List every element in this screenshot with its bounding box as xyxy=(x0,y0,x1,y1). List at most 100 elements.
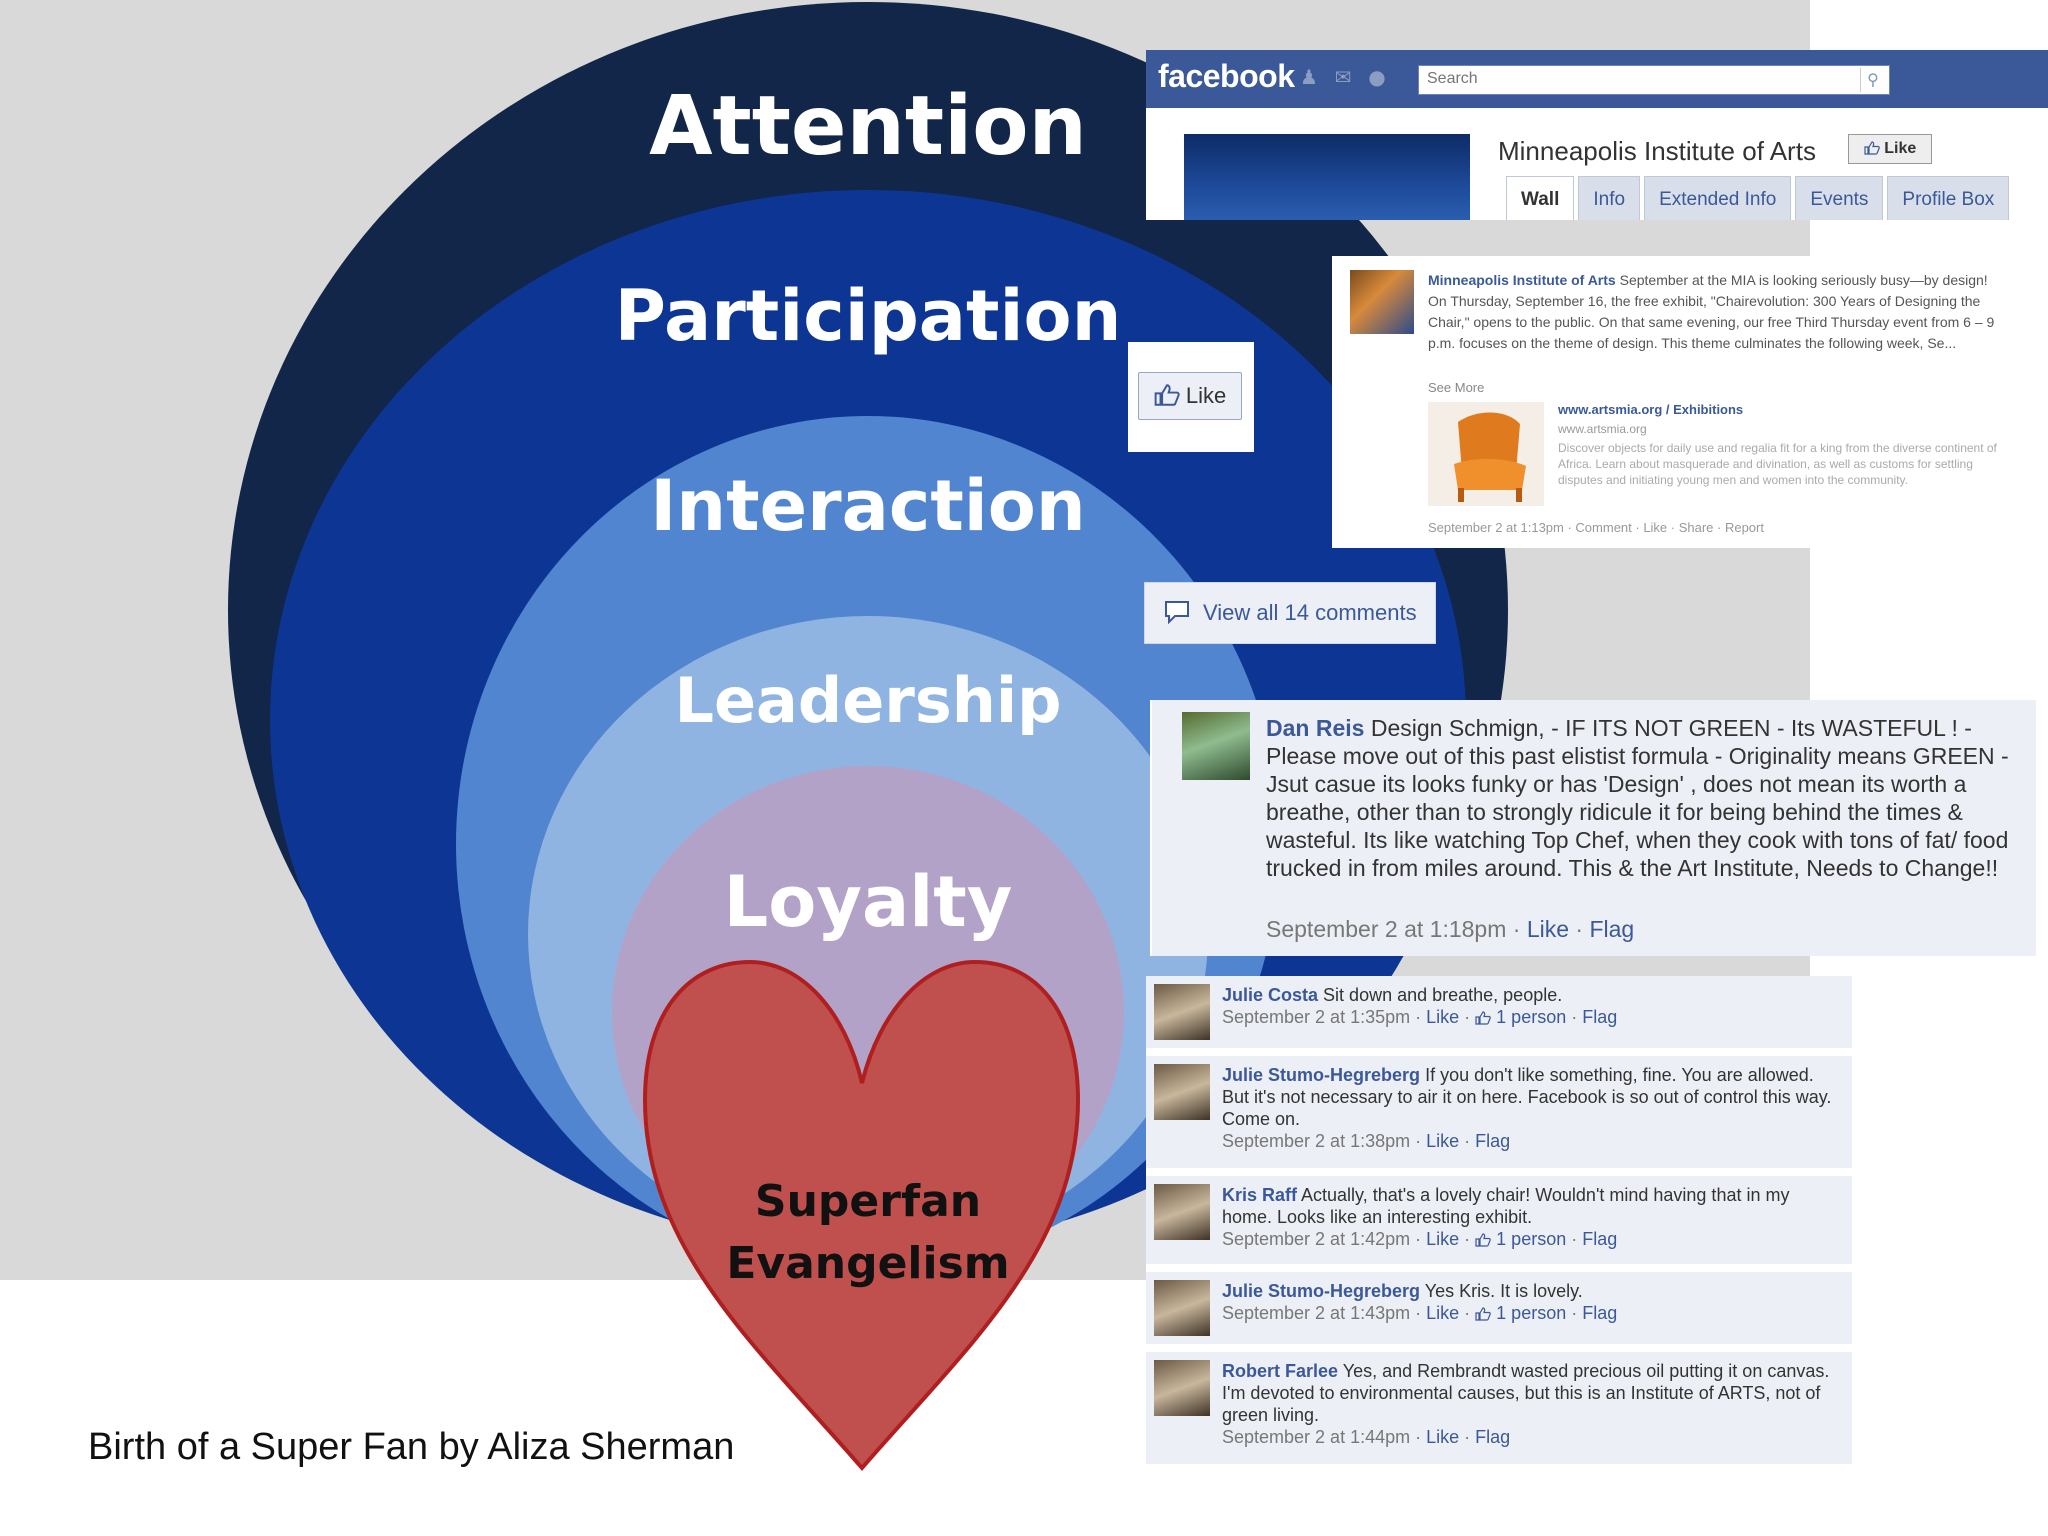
comment-meta: September 2 at 1:35pm · Like · 1 person … xyxy=(1222,1007,1618,1027)
wall-post: Minneapolis Institute of Arts September … xyxy=(1332,256,2024,548)
ring-label-interaction: Interaction xyxy=(650,465,1085,547)
thumbs-up-icon xyxy=(1475,1011,1491,1025)
post-meta: September 2 at 1:13pm · Comment · Like ·… xyxy=(1428,520,1764,535)
comment-flag-link[interactable]: Flag xyxy=(1589,916,1635,942)
chair-thumbnail[interactable] xyxy=(1428,402,1544,506)
comment-text: Julie Costa Sit down and breathe, people… xyxy=(1222,984,1838,1028)
comment-like-link[interactable]: Like xyxy=(1426,1229,1460,1249)
comment-time: September 2 at 1:35pm xyxy=(1222,1007,1411,1027)
avatar[interactable] xyxy=(1154,1280,1210,1336)
avatar[interactable] xyxy=(1154,984,1210,1040)
comment-list: Julie Costa Sit down and breathe, people… xyxy=(1146,976,1852,1466)
comment-flag-link[interactable]: Flag xyxy=(1582,1303,1618,1323)
comment-item: Robert Farlee Yes, and Rembrandt wasted … xyxy=(1146,1352,1852,1464)
heart-shape xyxy=(642,959,1081,1472)
comment-text: Dan Reis Design Schmign, - IF ITS NOT GR… xyxy=(1266,714,2016,882)
like-count-link[interactable]: 1 person xyxy=(1496,1229,1567,1249)
page-tabs: Wall Info Extended Info Events Profile B… xyxy=(1506,176,2013,220)
post-author-link[interactable]: Minneapolis Institute of Arts xyxy=(1428,272,1616,288)
comment-flag-link[interactable]: Flag xyxy=(1475,1427,1511,1447)
comment-item: Julie Stumo-Hegreberg If you don't like … xyxy=(1146,1056,1852,1168)
commenter-name[interactable]: Julie Costa xyxy=(1222,985,1319,1005)
search-icon[interactable]: ⚲ xyxy=(1860,68,1885,92)
like-count-link[interactable]: 1 person xyxy=(1496,1303,1567,1323)
comment-flag-link[interactable]: Flag xyxy=(1475,1131,1511,1151)
comment-icon xyxy=(1165,601,1189,625)
comment-meta: September 2 at 1:42pm · Like · 1 person … xyxy=(1222,1229,1618,1249)
like-count-link[interactable]: 1 person xyxy=(1496,1007,1567,1027)
comment-body: Actually, that's a lovely chair! Wouldn'… xyxy=(1222,1185,1790,1227)
ring-label-attention: Attention xyxy=(649,79,1087,174)
like-button[interactable]: Like xyxy=(1138,372,1242,420)
comment-body: Design Schmign, - IF ITS NOT GREEN - Its… xyxy=(1266,715,2009,881)
comment-flag-link[interactable]: Flag xyxy=(1582,1229,1618,1249)
thumbs-up-icon xyxy=(1475,1307,1491,1321)
see-more-link[interactable]: See More xyxy=(1428,380,1485,395)
ring-label-loyalty: Loyalty xyxy=(724,861,1013,943)
comment-meta: September 2 at 1:43pm · Like · 1 person … xyxy=(1222,1303,1618,1323)
page-profile-image xyxy=(1184,134,1470,220)
facebook-top-bar: facebook ♟ ✉ ● ⚲ xyxy=(1146,50,2048,108)
comment-like-link[interactable]: Like xyxy=(1426,1303,1460,1323)
comment-like-link[interactable]: Like xyxy=(1426,1427,1460,1447)
facebook-page-header: facebook ♟ ✉ ● ⚲ Minneapolis Institute o… xyxy=(1146,50,2048,220)
chair-image xyxy=(1454,412,1526,502)
commenter-name[interactable]: Julie Stumo-Hegreberg xyxy=(1222,1281,1421,1301)
post-author-avatar[interactable] xyxy=(1350,270,1414,334)
commenter-name[interactable]: Julie Stumo-Hegreberg xyxy=(1222,1065,1421,1085)
comment-like-link[interactable]: Like xyxy=(1426,1007,1460,1027)
search-input[interactable] xyxy=(1419,66,1855,92)
facebook-logo[interactable]: facebook xyxy=(1158,58,1295,94)
comment-text: Julie Stumo-Hegreberg If you don't like … xyxy=(1222,1064,1838,1152)
thumbs-up-icon xyxy=(1864,141,1880,155)
comment-text: Kris Raff Actually, that's a lovely chai… xyxy=(1222,1184,1838,1250)
tab-wall[interactable]: Wall xyxy=(1506,176,1575,220)
avatar[interactable] xyxy=(1154,1184,1210,1240)
link-title[interactable]: www.artsmia.org / Exhibitions xyxy=(1558,402,1744,417)
comment-text: Robert Farlee Yes, and Rembrandt wasted … xyxy=(1222,1360,1838,1448)
friend-requests-icon[interactable]: ♟ xyxy=(1300,65,1318,89)
heart-label-evangelism: Evangelism xyxy=(726,1238,1009,1289)
post-body: September at the MIA is looking seriousl… xyxy=(1428,272,1995,351)
comment-item: Kris Raff Actually, that's a lovely chai… xyxy=(1146,1176,1852,1264)
comment-flag-link[interactable]: Flag xyxy=(1582,1007,1618,1027)
comment-item: Julie Stumo-Hegreberg Yes Kris. It is lo… xyxy=(1146,1272,1852,1344)
tab-events[interactable]: Events xyxy=(1795,176,1884,220)
messages-icon[interactable]: ✉ xyxy=(1334,65,1352,89)
ring-label-leadership: Leadership xyxy=(674,664,1061,737)
commenter-name[interactable]: Robert Farlee xyxy=(1222,1361,1339,1381)
comment-like-link[interactable]: Like xyxy=(1426,1131,1460,1151)
comment-time: September 2 at 1:38pm xyxy=(1222,1131,1411,1151)
link-description: Discover objects for daily use and regal… xyxy=(1558,441,1997,487)
tab-extended-info[interactable]: Extended Info xyxy=(1644,176,1792,220)
thumbs-up-icon xyxy=(1475,1233,1491,1247)
comment-like-link[interactable]: Like xyxy=(1526,916,1570,942)
comment-time: September 2 at 1:44pm xyxy=(1222,1427,1411,1447)
thumbs-up-icon xyxy=(1154,384,1180,406)
commenter-name[interactable]: Dan Reis xyxy=(1266,715,1365,741)
caption: Birth of a Super Fan by Aliza Sherman xyxy=(88,1426,735,1468)
heart-label-superfan: Superfan xyxy=(755,1176,981,1227)
tab-profile-box[interactable]: Profile Box xyxy=(1887,176,2010,220)
page-like-button[interactable]: Like xyxy=(1848,134,1932,164)
comment-time: September 2 at 1:42pm xyxy=(1222,1229,1411,1249)
comment-text: Julie Stumo-Hegreberg Yes Kris. It is lo… xyxy=(1222,1280,1838,1324)
notifications-icon[interactable]: ● xyxy=(1368,65,1386,89)
commenter-name[interactable]: Kris Raff xyxy=(1222,1185,1298,1205)
comment-item: Julie Costa Sit down and breathe, people… xyxy=(1146,976,1852,1048)
tab-info[interactable]: Info xyxy=(1578,176,1641,220)
avatar[interactable] xyxy=(1182,712,1250,780)
comment-meta: September 2 at 1:44pm · Like · Flag xyxy=(1222,1427,1511,1447)
comment-body: If you don't like something, fine. You a… xyxy=(1222,1065,1832,1129)
avatar[interactable] xyxy=(1154,1064,1210,1120)
search-box[interactable]: ⚲ xyxy=(1418,65,1890,95)
view-all-comments-link[interactable]: View all 14 comments xyxy=(1144,582,1436,644)
link-url[interactable]: www.artsmia.org xyxy=(1558,422,1647,436)
comment-body: Yes, and Rembrandt wasted precious oil p… xyxy=(1222,1361,1830,1425)
comment-body: Yes Kris. It is lovely. xyxy=(1424,1281,1583,1301)
post-text: Minneapolis Institute of Arts September … xyxy=(1428,270,2008,354)
avatar[interactable] xyxy=(1154,1360,1210,1416)
comment-meta: September 2 at 1:38pm · Like · Flag xyxy=(1222,1131,1511,1151)
comment-dan-reis: Dan Reis Design Schmign, - IF ITS NOT GR… xyxy=(1150,700,2036,956)
like-button-label: Like xyxy=(1185,383,1227,408)
